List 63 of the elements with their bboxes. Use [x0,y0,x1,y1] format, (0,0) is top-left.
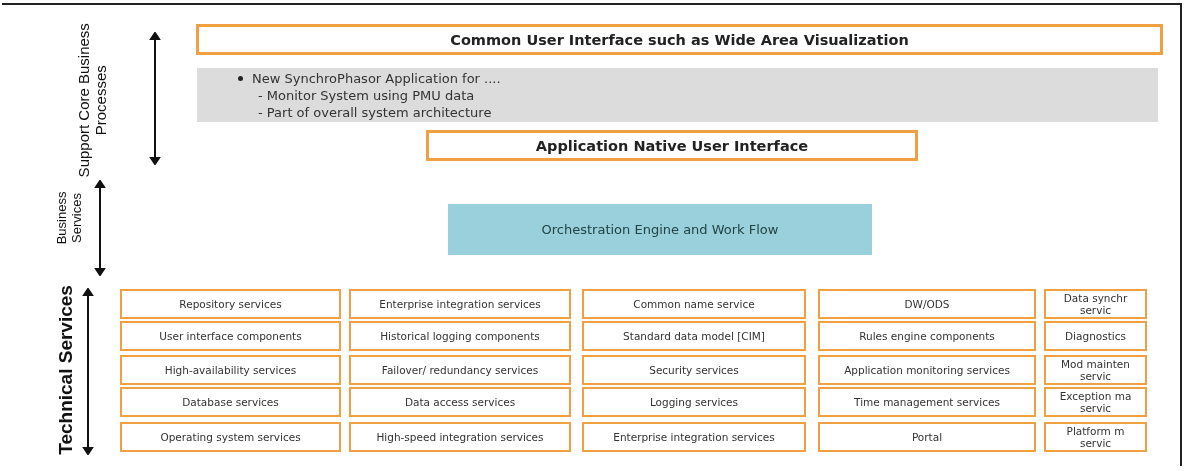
box-text: Diagnostics [1065,330,1126,342]
box-text: Orchestration Engine and Work Flow [541,222,779,237]
box-text: DW/ODS [904,298,950,310]
service-box [1044,289,1147,319]
interface-box [196,24,1163,55]
box-text: Rules engine components [859,330,995,342]
box-text: Time management services [854,396,1000,408]
service-box [349,387,571,417]
service-box [582,321,806,351]
side-label: Business Services [55,190,85,247]
service-box [1044,321,1147,351]
box-text: Logging services [649,396,739,408]
sub-bullet-text: - Part of overall system architecture [257,103,492,121]
service-box [349,355,571,385]
service-box [818,289,1036,319]
box-text: Data access services [404,396,516,408]
service-box [818,422,1036,452]
service-box [120,355,341,385]
service-box [1044,387,1147,417]
box-text: Failover/ redundancy services [381,364,539,376]
box-text: Security services [649,364,739,376]
box-text: Enterprise integration services [613,431,775,443]
box-text: High-availability services [164,364,297,376]
box-text: Common User Interface such as Wide Area Visualization [450,31,909,48]
service-box [818,355,1036,385]
service-box [1044,355,1147,385]
box-text: Standard data model [CIM] [623,330,765,342]
service-box [818,321,1036,351]
box-text: Enterprise integration services [379,298,541,310]
box-text: Portal [911,431,943,443]
service-box [582,422,806,452]
service-box [582,289,806,319]
service-box [120,387,341,417]
service-box [1044,422,1147,452]
side-label: Support Core Business Processes [74,21,110,179]
service-box [349,289,571,319]
box-text: Historical logging components [380,330,540,342]
box-text: Exception ma servic [1058,390,1133,414]
box-text: Common name service [633,298,755,310]
box-text: Application monitoring services [844,364,1010,376]
box-text: High-speed integration services [376,431,544,443]
interface-box [426,130,918,161]
side-label: Technical Services [55,284,77,457]
box-text: Database services [182,396,279,408]
service-box [582,355,806,385]
box-text: User interface components [159,330,302,342]
service-box [818,387,1036,417]
note-panel [197,68,1158,122]
service-box [582,387,806,417]
sub-bullet-text: - Monitor System using PMU data [257,86,475,104]
service-box [120,422,341,452]
service-box [349,422,571,452]
box-text: Data synchr servic [1062,292,1129,316]
box-text: Operating system services [160,431,301,443]
bullet-text: New SynchroPhasor Application for .... [252,69,501,87]
service-box [120,289,341,319]
service-box [349,321,571,351]
box-text: Mod mainten servic [1060,358,1131,382]
box-text: Platform m servic [1065,425,1126,449]
box-text: Repository services [179,298,282,310]
process-box [448,204,872,255]
service-box [120,321,341,351]
box-text: Application Native User Interface [535,137,809,154]
